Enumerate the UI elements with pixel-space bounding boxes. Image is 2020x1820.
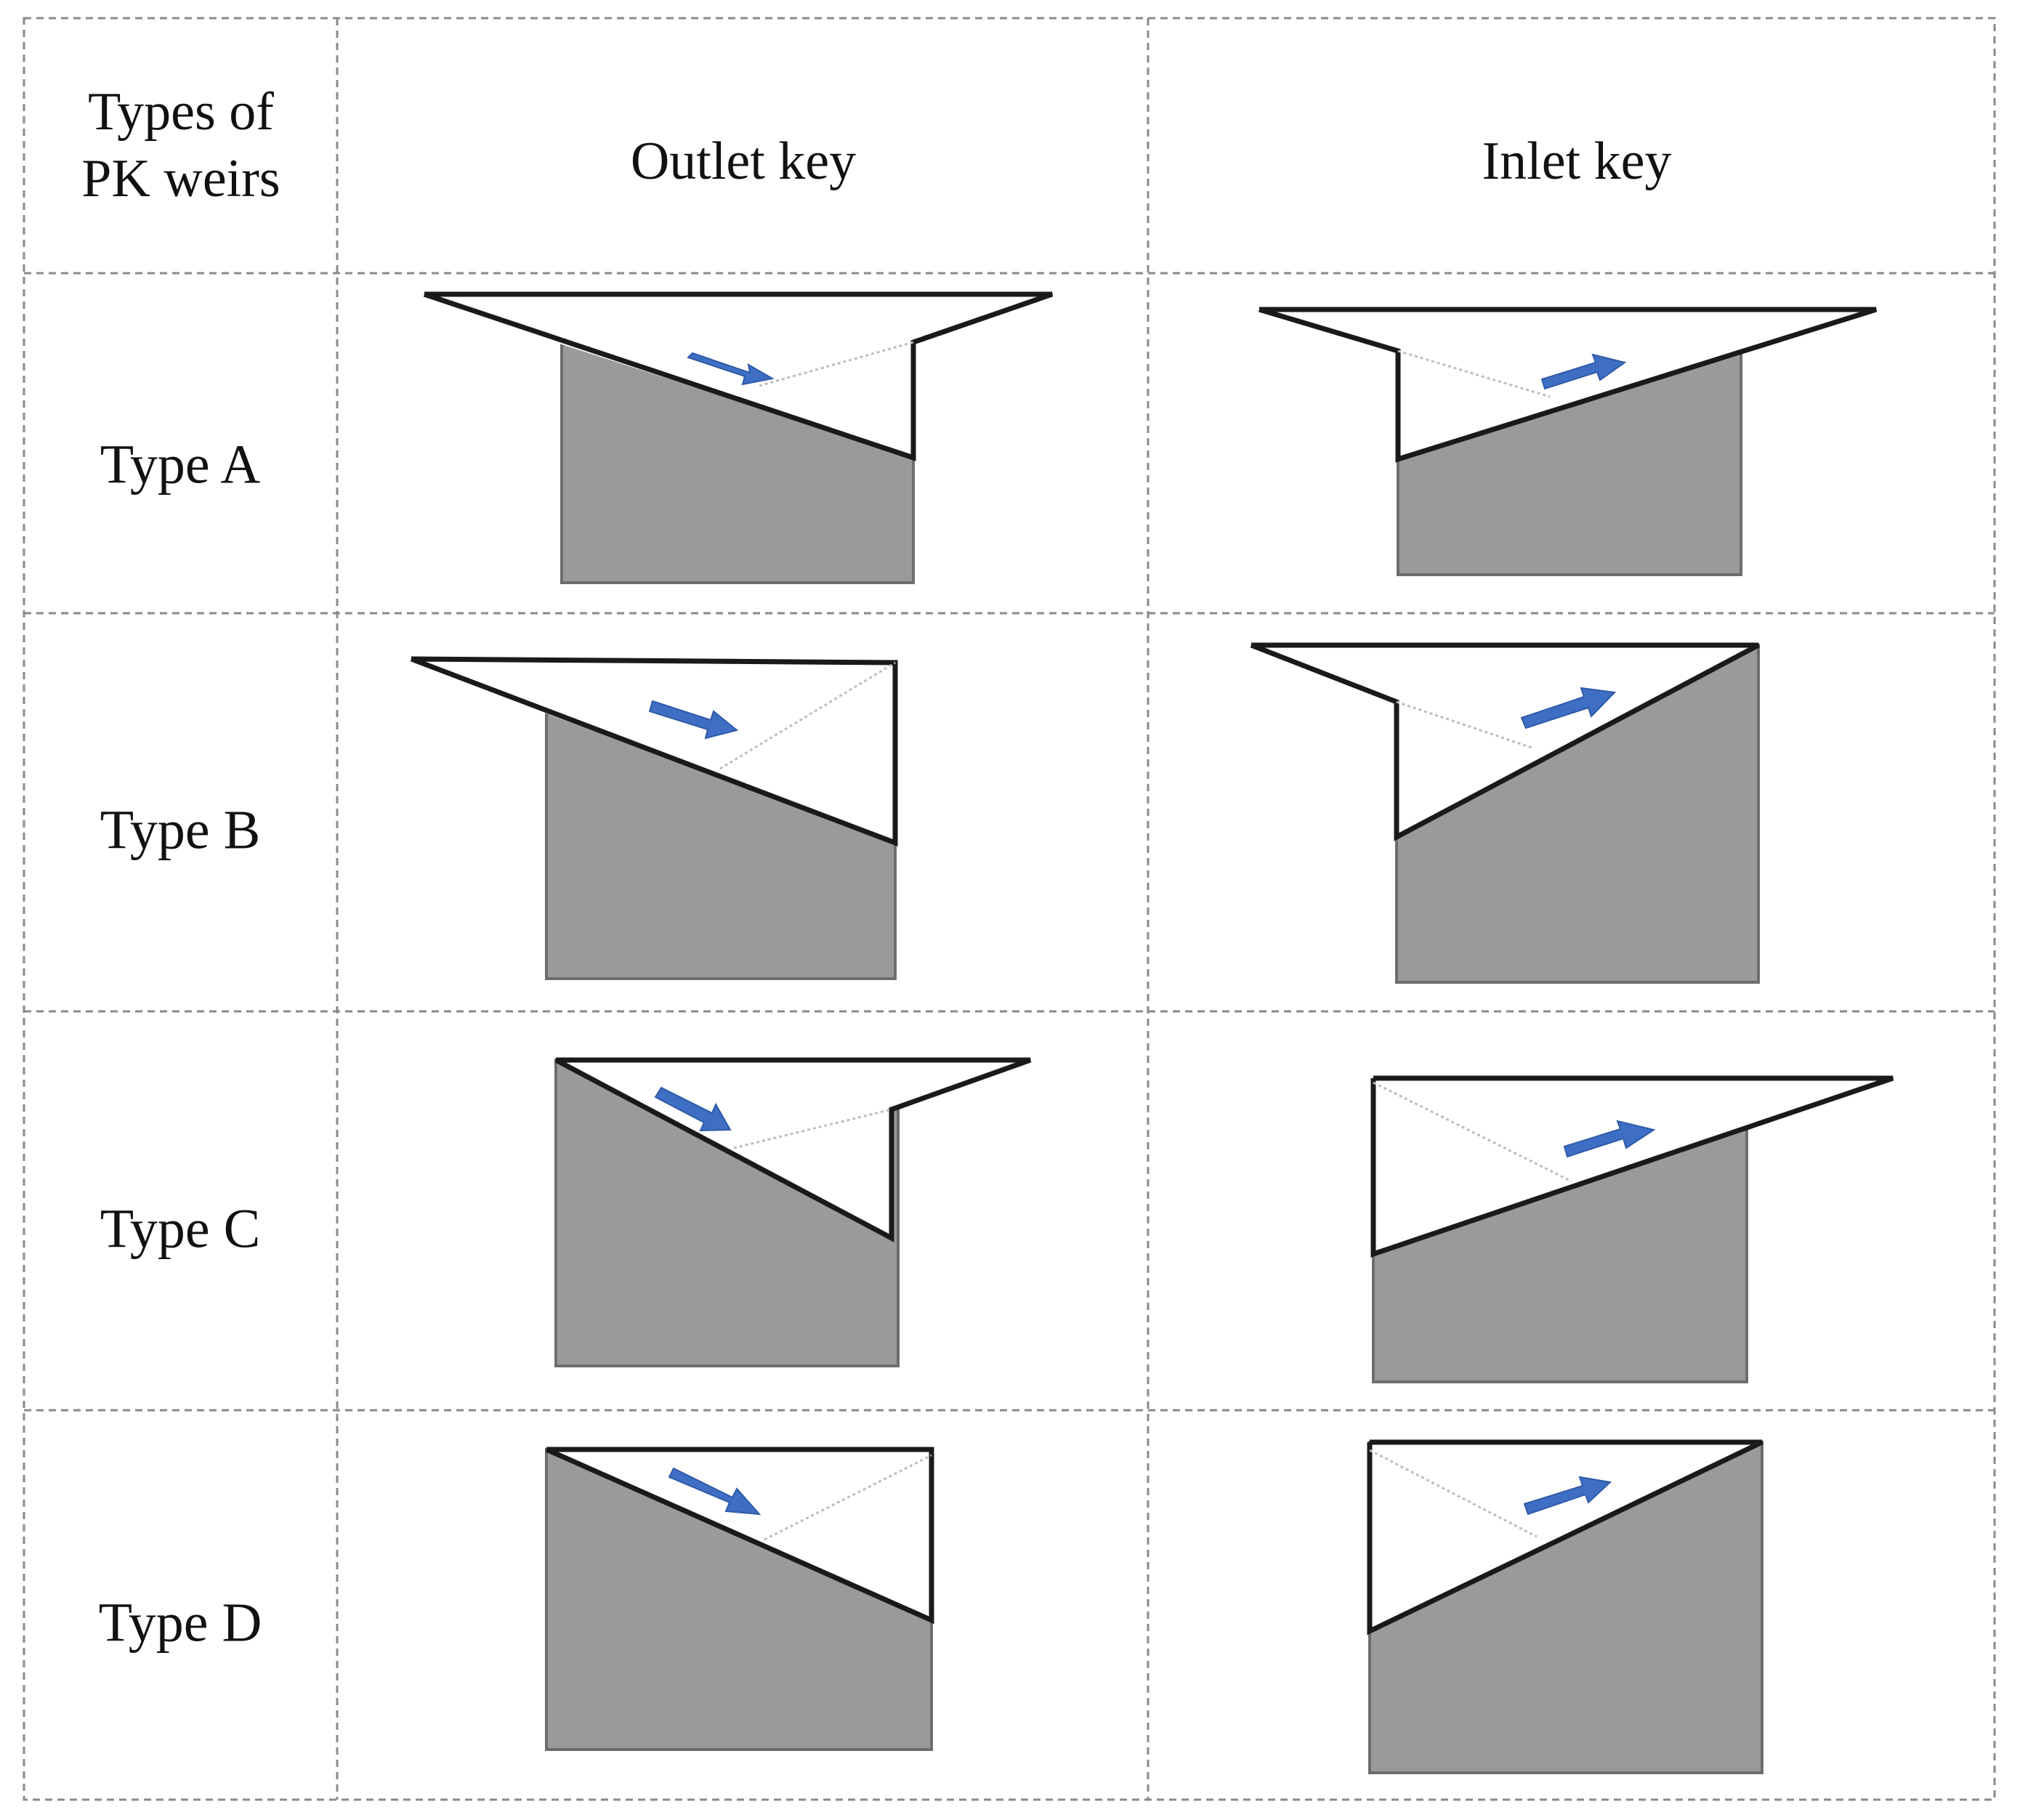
diagram-type-c-inlet-key [1370, 1075, 1894, 1383]
row-label-type-d: Type D [98, 1592, 262, 1654]
diagram-type-c-outlet-key [554, 1057, 1032, 1367]
key-outline [1367, 1439, 1764, 1635]
key-outline [554, 1057, 1032, 1242]
flow-guide-line [719, 661, 896, 770]
flow-guide-line [764, 1454, 932, 1541]
right-arrow-icon [1563, 1120, 1656, 1158]
diagram-type-b-inlet-key [1250, 642, 1760, 984]
flow-guide-line [1369, 1449, 1538, 1538]
right-arrow-icon [1540, 353, 1627, 390]
corner-header-line-2: PK weirs [81, 149, 280, 209]
right-arrow-icon [1523, 1476, 1612, 1516]
key-outline [545, 1447, 934, 1625]
right-arrow-icon [1520, 687, 1617, 729]
row-label-type-c: Type C [100, 1198, 261, 1260]
key-outline [1250, 642, 1760, 841]
key-outline [1258, 307, 1878, 463]
column-header-inlet-key: Inlet key [1482, 132, 1672, 191]
row-label-type-b: Type B [100, 799, 261, 861]
table-border [23, 17, 1996, 1801]
corner-header-line-1: Types of [88, 82, 274, 142]
diagram-type-b-outlet-key [410, 656, 898, 980]
right-arrow-icon [668, 1467, 761, 1516]
flow-guide-line [1396, 700, 1535, 750]
corner-header: Types of PK weirs [81, 78, 280, 212]
diagram-type-d-inlet-key [1367, 1439, 1764, 1774]
column-header-outlet-key: Outlet key [630, 132, 857, 191]
right-arrow-icon [648, 700, 739, 740]
key-outline [423, 291, 1054, 461]
diagram-type-a-inlet-key [1258, 307, 1878, 576]
row-label-type-a: Type A [100, 434, 261, 496]
grid-lines [23, 17, 1996, 1801]
diagram-type-d-outlet-key [545, 1447, 934, 1751]
key-outline [410, 656, 898, 847]
diagram-type-a-outlet-key [423, 291, 1054, 584]
right-arrow-icon [654, 1086, 732, 1132]
flow-guide-line [733, 1108, 892, 1149]
right-arrow-icon [687, 352, 775, 386]
key-outline [1370, 1075, 1894, 1258]
flow-guide-line [1373, 1081, 1572, 1183]
